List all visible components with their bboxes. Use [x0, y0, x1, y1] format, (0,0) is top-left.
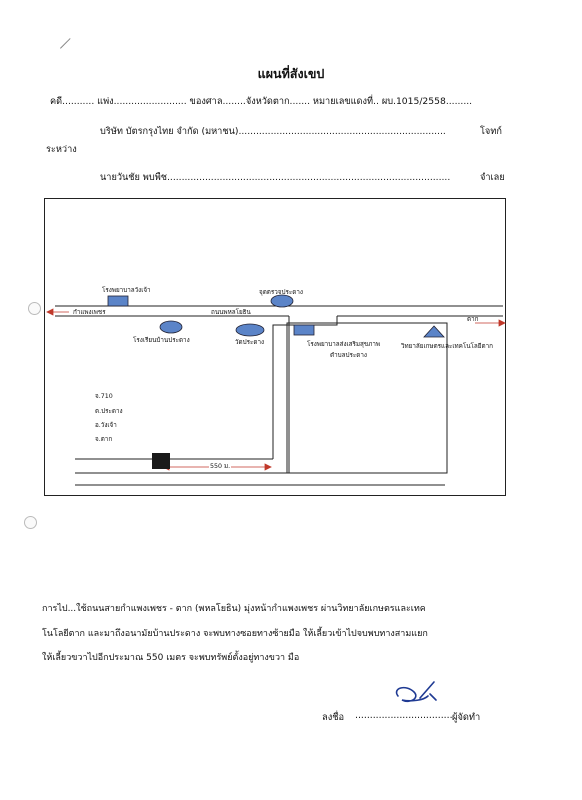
signature-line: .................................: [355, 710, 453, 721]
plaintiff-line: บริษัท บัตรกรุงไทย จำกัด (มหาชน)........…: [100, 126, 446, 137]
directions-line: ให้เลี้ยวขวาไปอีกประมาณ 550 เมตร จะพบทรั…: [42, 653, 300, 663]
address-line: อ.วังเจ้า: [95, 422, 117, 429]
label-to-tak: ตาก: [467, 316, 479, 323]
arrow-to-kamphaeng-head: [46, 308, 54, 316]
page-title: แผนที่สังเขป: [257, 66, 325, 81]
school-marker: [159, 320, 183, 334]
label-college: วิทยาลัยเกษตรและเทคโนโลยีตาก: [401, 343, 493, 350]
label-temple: วัดประดาง: [235, 339, 265, 346]
health-hospital-marker: [293, 324, 315, 336]
hospital-wangchao-marker: [107, 295, 129, 307]
college-marker: [423, 325, 445, 338]
defendant-line: นายวันชัย พบพืช.........................…: [100, 172, 451, 183]
arrow-to-tak-head: [498, 319, 506, 327]
address-line: จ.710: [95, 393, 113, 400]
case-line: คดี........... แพ่ง.....................…: [50, 96, 473, 107]
label-distance: 550 ม.: [209, 461, 232, 471]
checkpoint-marker: [270, 294, 294, 308]
label-health-hospital-2: ตำบลประดาง: [330, 352, 367, 359]
map-drawing: [46, 294, 506, 486]
sketch-map: โรงพยาบาลวังเจ้า จุดตรวจประดาง กำแพงเพชร…: [44, 198, 506, 496]
label-health-hospital: โรงพยาบาลส่งเสริมสุขภาพ: [307, 341, 381, 348]
plaintiff-role: โจทก์: [480, 126, 502, 137]
address-line: จ.ตาก: [95, 436, 113, 443]
defendant-role: จำเลย: [480, 172, 505, 183]
directions-line: โนโลยีตาก และมาถึงอนามัยบ้านประดาง จะพบท…: [42, 629, 428, 639]
label-hospital-wangchao: โรงพยาบาลวังเจ้า: [102, 287, 151, 294]
signature-role: ผู้จัดทำ: [452, 712, 481, 723]
signature-label: ลงชื่อ: [322, 712, 345, 723]
soi-left-edge: [272, 316, 338, 459]
property-marker: [152, 453, 170, 469]
punch-hole: [28, 302, 41, 315]
handwritten-signature: [395, 681, 437, 703]
between-label: ระหว่าง: [46, 144, 77, 155]
label-road-name: ถนนพหลโยธิน: [211, 309, 251, 316]
temple-marker: [235, 323, 265, 337]
distance-arrow-right-head: [264, 463, 272, 471]
label-checkpoint: จุดตรวจประดาง: [259, 289, 303, 296]
punch-hole: [24, 516, 37, 529]
address-line: ต.ประดาง: [95, 408, 123, 415]
label-school: โรงเรียนบ้านประดาง: [133, 337, 190, 344]
east-block: [286, 322, 448, 474]
directions-line: การไป...ใช้ถนนสายกำแพงเพชร - ตาก (พหลโยธ…: [42, 604, 426, 614]
scan-mark: [60, 38, 71, 49]
label-to-kamphaeng: กำแพงเพชร: [73, 309, 106, 316]
